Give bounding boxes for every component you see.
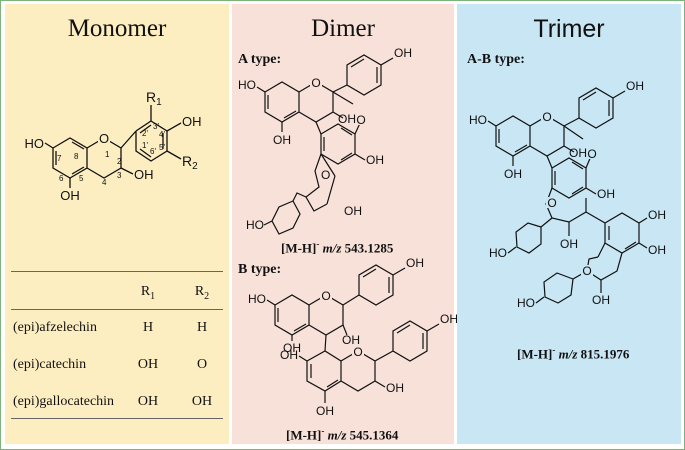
atom-label: OH — [597, 187, 615, 201]
table-row-r2: O — [196, 357, 208, 372]
table-row-name: (epi)afzelechin — [13, 320, 97, 335]
table-row-name: (epi)catechin — [13, 357, 87, 372]
table-bottom-rule — [11, 418, 223, 419]
atom-label: OH — [366, 153, 384, 167]
table-header-r1: R1 — [140, 284, 156, 302]
atom-label: O — [356, 113, 365, 127]
atom-num-8: 8 — [74, 152, 79, 161]
trimer-mass: [M-H]- m/z 815.1976 — [517, 345, 630, 362]
atom-label: O — [321, 168, 330, 182]
atom-label: O — [582, 264, 591, 278]
b-type-label: B type: — [238, 262, 282, 277]
atom-num-3: 3 — [117, 171, 122, 180]
ab-type-label: A-B type: — [467, 52, 525, 67]
atom-num-5p: 5' — [159, 143, 165, 152]
table-row-r1: OH — [137, 394, 159, 409]
a-type-label: A type: — [238, 52, 282, 67]
atom-num-4p: 4' — [159, 130, 165, 139]
oh-5: OH — [60, 188, 80, 203]
atom-label: R — [146, 89, 156, 105]
b-type-mass: [M-H]- m/z 545.1364 — [286, 426, 399, 443]
atom-label: OH — [283, 341, 301, 355]
table-row-r1: H — [142, 320, 154, 335]
atom-label: HO — [469, 113, 487, 127]
trimer-title: Trimer — [533, 15, 605, 43]
atom-label: OH — [504, 167, 522, 181]
atom-num-3p: 3' — [153, 122, 159, 131]
atom-label: OH — [626, 79, 644, 93]
atom-num-2: 2 — [117, 157, 122, 166]
dimer-title: Dimer — [311, 15, 375, 42]
atom-label: OH — [386, 381, 404, 395]
atom-label: OH — [406, 256, 424, 270]
atom-label: OH — [342, 333, 360, 347]
table-row-r2: H — [196, 320, 208, 335]
table-row-name: (epi)gallocatechin — [13, 394, 115, 409]
atom-label: HO — [238, 78, 256, 92]
oh-4prime: OH — [182, 114, 202, 129]
atom-label: HO — [248, 292, 266, 306]
table-row-r2: OH — [191, 394, 213, 409]
atom-label: O — [547, 196, 556, 210]
atom-label: OH — [344, 204, 362, 218]
atom-num-4: 4 — [102, 178, 107, 187]
dimer-panel: Dimer A type: [M-H]- m/z 543.1285 B type… — [232, 4, 454, 444]
atom-num-1: 1 — [105, 150, 110, 159]
atom-num-1p: 1' — [142, 141, 148, 150]
r1-label: R1 — [146, 89, 162, 108]
atom-label: OH — [592, 293, 610, 307]
a-type-mass: [M-H]- m/z 543.1285 — [281, 239, 394, 256]
table-header-r2: R2 — [194, 284, 210, 302]
monomer-panel: Monomer — [5, 4, 229, 444]
atom-label: HO — [517, 296, 535, 310]
ho-7: HO — [25, 136, 45, 151]
atom-label: OH — [273, 133, 291, 147]
atom-label: OH — [338, 112, 356, 126]
atom-label: OH — [280, 348, 298, 362]
table-row-r1: OH — [137, 357, 159, 372]
table-header-rule — [11, 309, 223, 310]
atom-label: HO — [489, 246, 507, 260]
atom-label: 2 — [192, 161, 198, 172]
atom-label: O — [542, 110, 551, 124]
atom-label: O — [353, 345, 362, 359]
atom-num-5: 5 — [79, 174, 84, 183]
atom-label: O — [587, 147, 596, 161]
atom-label: HO — [246, 218, 264, 232]
monomer-title: Monomer — [67, 15, 167, 42]
atom-num-2p: 2' — [142, 129, 148, 138]
atom-label: O — [311, 76, 320, 90]
r2-label: R2 — [182, 153, 198, 172]
atom-num-6: 6 — [59, 174, 64, 183]
ring-oxygen: O — [99, 131, 109, 146]
atom-label: OH — [394, 46, 412, 60]
atom-label: 1 — [156, 97, 162, 108]
atom-label: OH — [648, 243, 666, 257]
atom-label: O — [321, 289, 330, 303]
table-top-rule — [11, 271, 223, 272]
oh-3: OH — [134, 167, 154, 182]
atom-num-7: 7 — [57, 154, 62, 163]
atom-label: OH — [560, 237, 578, 251]
atom-label: OH — [569, 146, 587, 160]
atom-label: OH — [316, 404, 334, 418]
atom-label: OH — [440, 312, 458, 326]
atom-label: R — [182, 153, 192, 169]
atom-label: OH — [648, 208, 666, 222]
atom-num-6p: 6' — [150, 147, 156, 156]
